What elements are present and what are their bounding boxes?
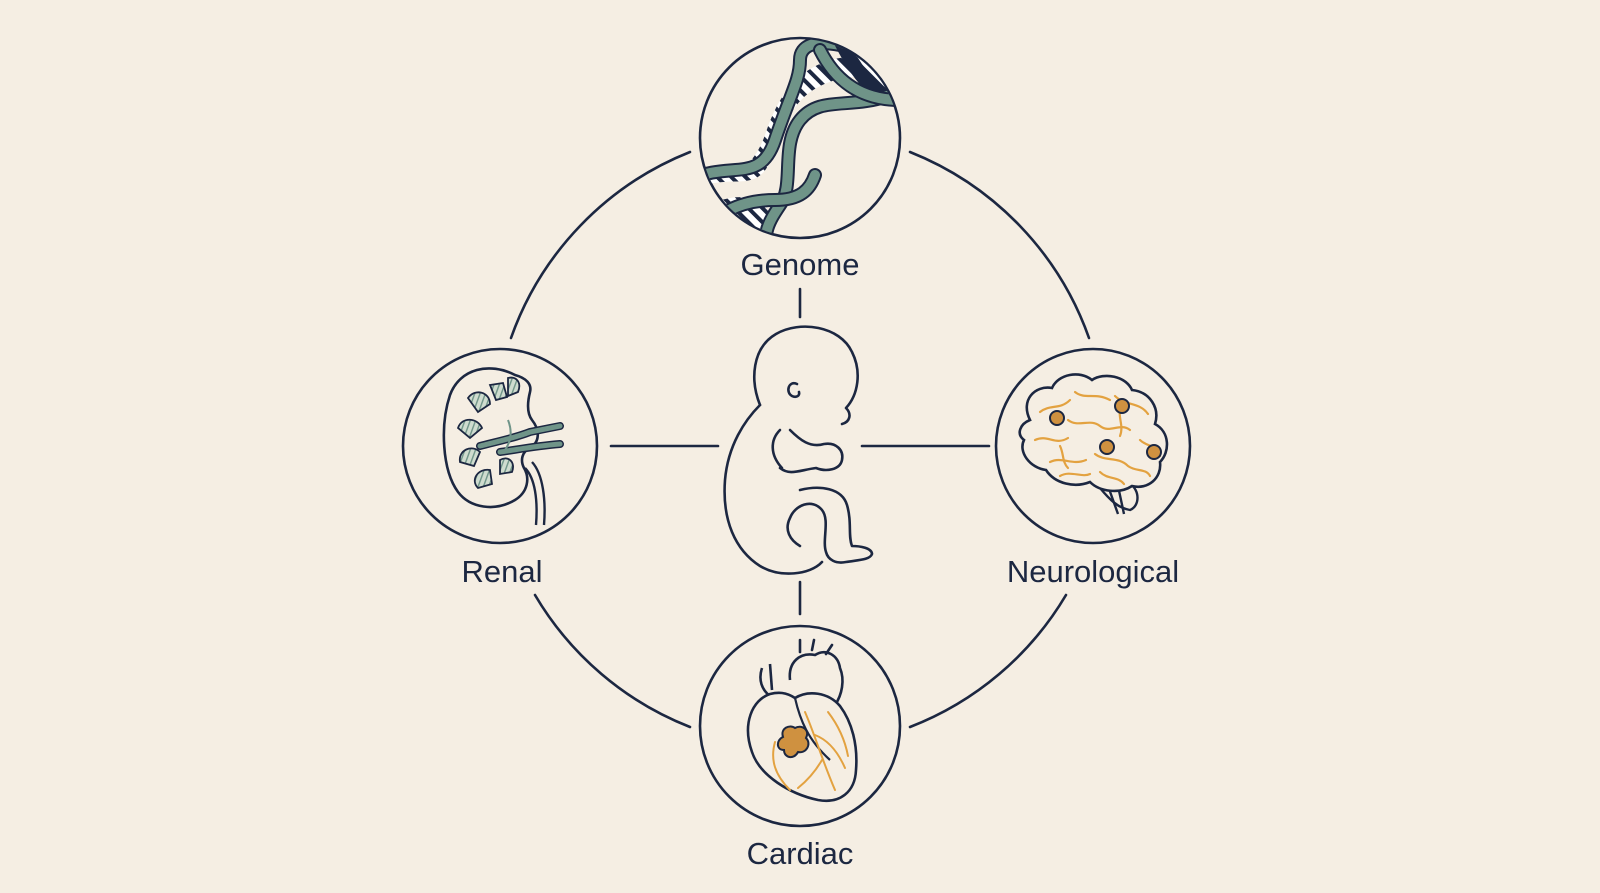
neurological-node (994, 347, 1192, 545)
renal-label: Renal (461, 554, 543, 589)
ring-arc-neurological-cardiac (908, 593, 1068, 729)
neurological-label: Neurological (1006, 554, 1180, 589)
brain-icon (1018, 373, 1169, 515)
kidney-pyramid (499, 457, 514, 476)
cardiac-label: Cardiac (746, 836, 854, 871)
kidney-pyramid (459, 447, 482, 468)
ring-arc-genome-neurological (908, 150, 1091, 340)
genome-node (698, 36, 902, 240)
fetus-icon (723, 325, 874, 575)
kidney-pyramid (466, 391, 491, 414)
heart-lesion (776, 725, 810, 758)
brain-lesions (1049, 398, 1162, 460)
ring-arc-renal-genome (509, 150, 692, 340)
kidney-icon (442, 367, 564, 526)
kidney-pyramid (488, 381, 509, 402)
kidney-pyramid (473, 468, 494, 490)
genome-label: Genome (740, 247, 860, 282)
heart-icon (746, 638, 858, 803)
spokes (609, 287, 991, 616)
renal-node (401, 347, 599, 545)
kidney-pyramid (507, 376, 521, 398)
ring-arc-cardiac-renal (533, 593, 692, 729)
kidney-pyramid (456, 418, 484, 440)
outer-ring (509, 150, 1091, 729)
cardiac-node (698, 624, 902, 828)
